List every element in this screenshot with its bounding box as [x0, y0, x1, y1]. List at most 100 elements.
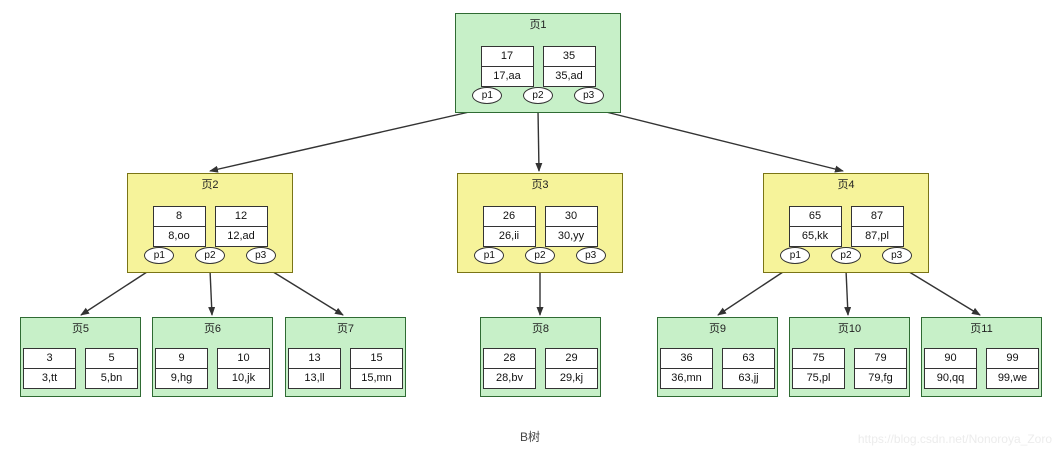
pointer-page4-p1[interactable]: p1	[780, 247, 811, 264]
cell-value: 90,qq	[936, 372, 965, 384]
pointer-page2-p3[interactable]: p3	[245, 247, 276, 264]
key-cells-page11: 90 90,qq 99 99,we	[922, 348, 1041, 389]
pointer-page2-p2[interactable]: p2	[194, 247, 225, 264]
key-cells-page2: 8 8,oo 12 12,ad	[128, 206, 292, 247]
pointer-page3-p3[interactable]: p3	[575, 247, 606, 264]
pointer-page1-p1[interactable]: p1	[472, 87, 503, 104]
node-title-page6: 页6	[203, 323, 222, 335]
cell-key: 12	[215, 207, 267, 227]
edge-page1-p1-to-page2	[209, 109, 479, 173]
cell-key: 90	[925, 349, 976, 369]
cell-value: 17,aa	[493, 70, 521, 82]
cell-value: 9,hg	[170, 372, 193, 384]
cell-key: 35	[543, 47, 595, 67]
cell-value: 10,jk	[231, 372, 256, 384]
cell-value: 36,mn	[671, 372, 702, 384]
cell-value: 29,kj	[559, 372, 584, 384]
key-cells-page7: 13 13,ll 15 15,mn	[286, 348, 405, 389]
cell-key: 5	[86, 349, 137, 369]
cell-page10-1: 75 75,pl	[792, 348, 845, 389]
cell-value: 28,bv	[496, 372, 523, 384]
cell-key: 75	[793, 349, 844, 369]
pointer-page3-p2[interactable]: p2	[524, 247, 555, 264]
cell-page6-2: 10 10,jk	[217, 348, 270, 389]
node-title-page5: 页5	[71, 323, 90, 335]
cell-value: 5,bn	[100, 372, 123, 384]
cell-page11-1: 90 90,qq	[924, 348, 977, 389]
cell-page4-2: 87 87,pl	[850, 206, 904, 247]
diagram-caption: B树	[519, 430, 540, 444]
node-title-page10: 页10	[837, 323, 862, 335]
node-title-page11: 页11	[970, 323, 993, 335]
edge-page2-p2-to-page6	[208, 269, 216, 316]
edge-page2-p3-to-page7	[269, 269, 344, 316]
pointers-page1: p1 p2 p3	[456, 87, 620, 104]
node-title-page8: 页8	[531, 323, 550, 335]
cell-value: 75,pl	[806, 372, 831, 384]
pointer-page4-p2[interactable]: p2	[830, 247, 861, 264]
cell-value: 3,tt	[41, 372, 58, 384]
cell-value: 99,we	[997, 372, 1028, 384]
pointer-page3-p1[interactable]: p1	[474, 247, 505, 264]
cell-key: 36	[661, 349, 712, 369]
edge-page4-p1-to-page9	[717, 269, 787, 316]
cell-value: 26,ii	[498, 230, 520, 242]
cell-page5-2: 5 5,bn	[85, 348, 138, 389]
cell-value: 87,pl	[865, 230, 889, 242]
pointer-page4-p3[interactable]: p3	[881, 247, 912, 264]
cell-page8-1: 28 28,bv	[483, 348, 536, 389]
node-title-page9: 页9	[708, 323, 727, 335]
pointer-page1-p3[interactable]: p3	[573, 87, 604, 104]
pointers-page4: p1 p2 p3	[764, 247, 928, 264]
cell-page7-2: 15 15,mn	[350, 348, 403, 389]
cell-page3-1: 26 26,ii	[482, 206, 536, 247]
cell-page7-1: 13 13,ll	[288, 348, 341, 389]
cell-value: 8,oo	[168, 230, 190, 242]
cell-key: 8	[153, 207, 205, 227]
pointer-page2-p1[interactable]: p1	[144, 247, 175, 264]
cell-page2-2: 12 12,ad	[214, 206, 268, 247]
cell-key: 10	[218, 349, 269, 369]
cell-key: 13	[289, 349, 340, 369]
cell-key: 15	[351, 349, 402, 369]
cell-key: 87	[851, 207, 903, 227]
cell-key: 26	[483, 207, 535, 227]
cell-page2-1: 8 8,oo	[152, 206, 206, 247]
cell-value: 65,kk	[801, 230, 829, 242]
cell-value: 15,mn	[361, 372, 392, 384]
cell-key: 28	[484, 349, 535, 369]
node-page11[interactable]: 页11 90 90,qq 99 99,we	[921, 317, 1042, 397]
cell-key: 99	[987, 349, 1038, 369]
cell-value: 12,ad	[227, 230, 255, 242]
edge-page1-p3-to-page4	[597, 109, 844, 173]
cell-value: 63,jj	[738, 372, 759, 384]
cell-page9-1: 36 36,mn	[660, 348, 713, 389]
pointer-page1-p2[interactable]: p2	[522, 87, 553, 104]
cell-value: 13,ll	[304, 372, 325, 384]
